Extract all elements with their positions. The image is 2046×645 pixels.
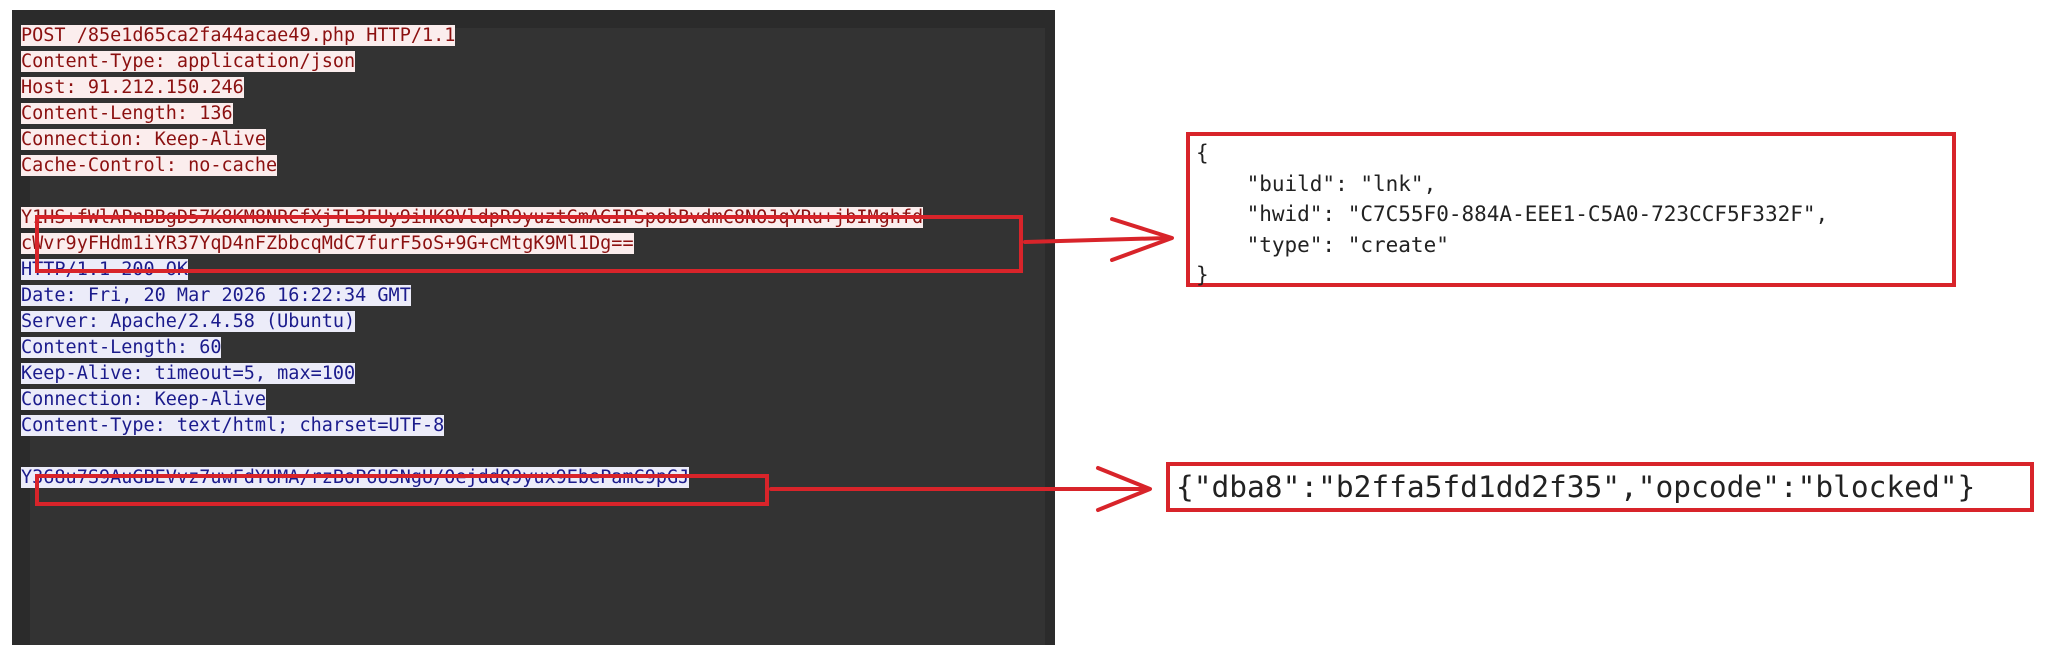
json-line: "build": "lnk",: [1196, 171, 1437, 196]
response-header-line: Keep-Alive: timeout=5, max=100: [21, 363, 356, 384]
response-header-line: Content-Type: text/html; charset=UTF-8: [21, 415, 445, 436]
json-open-brace: {: [1196, 141, 1209, 165]
request-header-line: Connection: Keep-Alive: [21, 129, 267, 150]
response-header-line: Server: Apache/2.4.58 (Ubuntu): [21, 311, 356, 332]
request-header-line: Content-Type: application/json: [21, 51, 356, 72]
response-header-line: Connection: Keep-Alive: [21, 389, 267, 410]
response-header-line: Date: Fri, 20 Mar 2026 16:22:34 GMT: [21, 285, 411, 306]
request-body-line: cWvr9yFHdm1iYR37YqD4nFZbbcqMdC7furF5oS+9…: [21, 233, 634, 254]
decoded-request-panel: { "build": "lnk", "hwid": "C7C55F0-884A-…: [1186, 132, 1956, 287]
request-header-line: Content-Length: 136: [21, 103, 233, 124]
request-header-line: Cache-Control: no-cache: [21, 155, 278, 176]
json-line: "type": "create": [1196, 232, 1449, 257]
decoded-response-panel: {"dba8":"b2ffa5fd1dd2f35","opcode":"bloc…: [1166, 462, 2034, 512]
request-header-line: Host: 91.212.150.246: [21, 77, 244, 98]
request-header-line: POST /85e1d65ca2fa44acae49.php HTTP/1.1: [21, 25, 456, 46]
json-line: "hwid": "C7C55F0-884A-EEE1-C5A0-723CCF5F…: [1196, 202, 1829, 226]
response-body-highlight: [35, 474, 769, 506]
request-body-highlight: [35, 215, 1023, 273]
request-arrow-icon: [1023, 217, 1174, 262]
json-close-brace: }: [1196, 263, 1209, 287]
response-arrow-icon: [769, 466, 1152, 512]
response-header-line: Content-Length: 60: [21, 337, 222, 358]
